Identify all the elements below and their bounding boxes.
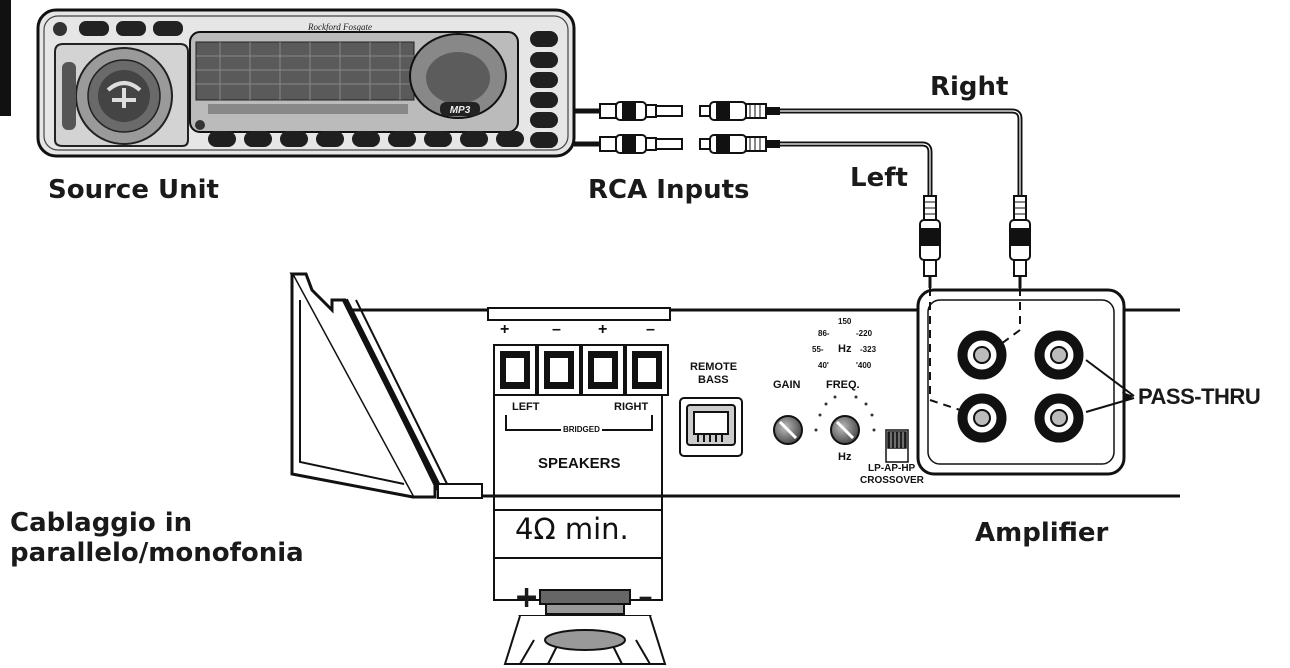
input-panel (916, 288, 1135, 476)
caption-line-1: Cablaggio in (10, 508, 193, 538)
terminal-sign-4: – (646, 321, 655, 338)
left-channel-label: Left (850, 163, 908, 193)
impedance-label: 4Ω min. (515, 512, 629, 546)
speaker-minus-sign: – (638, 580, 653, 615)
right-terminal-label: RIGHT (614, 401, 649, 413)
rca-cables (574, 108, 1023, 196)
page-edge-tab (0, 0, 11, 116)
speaker-plus-sign: + (514, 580, 540, 615)
freq-scale-150: 150 (838, 317, 852, 326)
source-unit-label: Source Unit (48, 175, 219, 205)
rca-inputs-label: RCA Inputs (588, 175, 750, 205)
freq-scale-86: 86- (818, 329, 830, 338)
remote-bass-label-1: REMOTE (690, 361, 738, 373)
crossover-switch (885, 429, 909, 463)
freq-scale-55: 55- (812, 345, 824, 354)
terminal-sign-3: + (598, 321, 608, 338)
freq-hz-top: Hz (838, 343, 852, 355)
right-channel-label: Right (930, 72, 1009, 102)
rca-connector-pairs (599, 101, 780, 154)
crossover-label-2: CROSSOVER (860, 475, 924, 486)
terminal-sign-2: – (552, 321, 561, 338)
freq-hz-bottom: Hz (838, 451, 852, 463)
crossover-label-1: LP-AP-HP (868, 463, 916, 474)
bridged-label: BRIDGED (561, 425, 602, 434)
remote-bass-port (679, 397, 743, 457)
freq-scale-323: -323 (860, 345, 877, 354)
freq-scale-400: '400 (856, 361, 872, 370)
freq-scale-220: -220 (856, 329, 873, 338)
freq-label: FREQ. (826, 379, 860, 391)
terminal-sign-1: + (500, 321, 510, 338)
remote-bass-label-2: BASS (698, 374, 729, 386)
display-badge: MP3 (450, 105, 471, 116)
speakers-label: SPEAKERS (538, 455, 621, 472)
speaker-terminal-block (487, 307, 671, 431)
gain-knob (773, 415, 803, 445)
vertical-rca-plugs (919, 195, 1031, 288)
brand-logo-text: Rockford Fosgate (307, 22, 372, 32)
amplifier-label: Amplifier (975, 518, 1109, 548)
pass-thru-label: PASS-THRU (1138, 384, 1261, 409)
freq-knob (814, 395, 876, 445)
freq-scale-40: 40' (818, 361, 829, 370)
gain-label: GAIN (773, 379, 801, 391)
caption-line-2: parallelo/monofonia (10, 538, 304, 568)
speaker-wiring (493, 396, 663, 601)
left-terminal-label: LEFT (512, 401, 540, 413)
speaker-driver (503, 589, 667, 665)
source-unit: MP3 Rockford Fosgate (36, 8, 576, 158)
